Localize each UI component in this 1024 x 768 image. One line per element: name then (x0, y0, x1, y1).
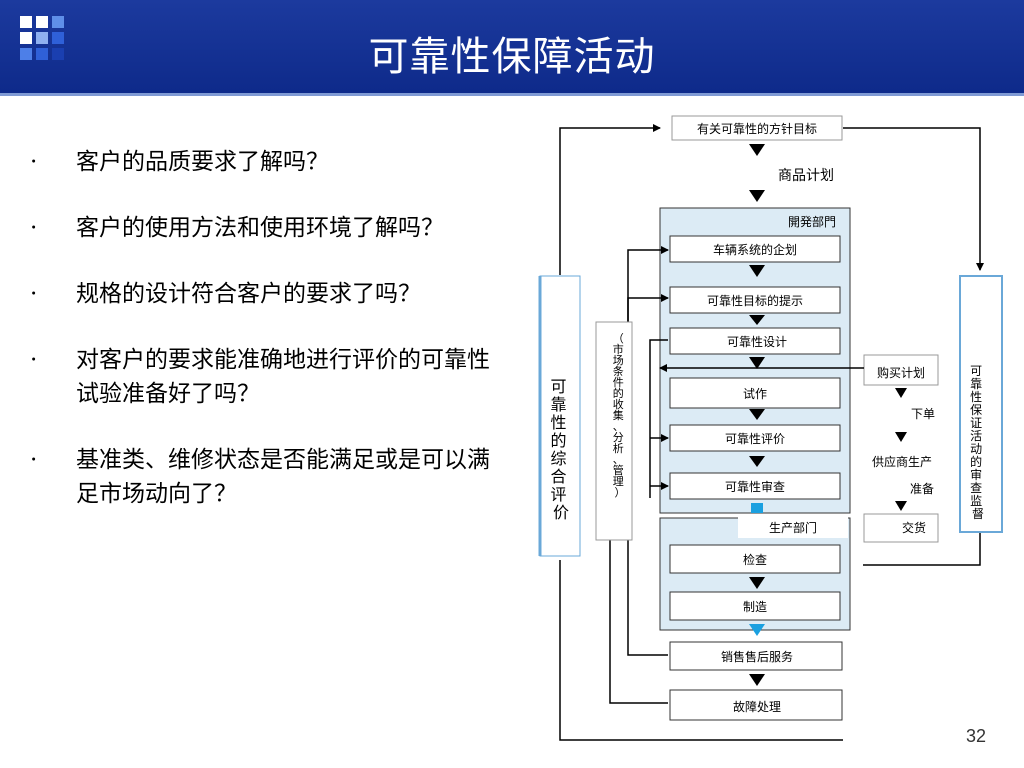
arrow-down-icon (749, 190, 765, 202)
manufacturing-text: 制造 (743, 600, 767, 614)
bullet-text: 基准类、维修状态是否能满足或是可以满足市场动向了？ (76, 447, 490, 507)
supplier-prep-text-1: 供应商生产 (872, 454, 932, 469)
audit-supervision-text: 可 靠 性 保 证 活 动 的 审 查 监 督 (970, 364, 986, 521)
purchase-flow: 购买计划 下单 供应商生产 准备 交货 (659, 354, 939, 543)
bullet-marker: · (30, 149, 38, 175)
bullet-marker: · (30, 281, 38, 307)
bullet-text: 对客户的要求能准确地进行评价的可靠性试验准备好了吗？ (76, 347, 490, 407)
arrow-down-icon (749, 674, 765, 686)
feedback-loop-lines (559, 124, 984, 741)
inspection-text: 检查 (743, 552, 767, 567)
arrow-down-icon (749, 456, 765, 467)
step-4-text: 试作 (743, 386, 767, 401)
title-bar (0, 0, 1024, 93)
step-4-box: 试作 (669, 377, 841, 409)
list-item: · 客户的使用方法和使用环境了解吗？ (30, 211, 530, 245)
after-sales-text: 销售售后服务 (721, 649, 793, 664)
step-5-box: 可靠性评价 (669, 424, 841, 452)
arrow-down-icon (749, 577, 765, 589)
fault-handling-box: 故障处理 (669, 689, 843, 721)
page-number: 32 (966, 726, 987, 746)
production-dept-label: 生产部门 (769, 520, 817, 535)
market-conditions-text: （ 市 场 条 件 的 收 集 、 分 析 、 管 理 ） (613, 332, 628, 499)
arrow-down-icon (749, 624, 765, 636)
bullet-text: 客户的使用方法和使用环境了解吗？ (76, 215, 444, 241)
list-item: · 客户的品质要求了解吗？ (30, 145, 530, 179)
step-1-text: 车辆系统的企划 (713, 242, 797, 257)
cyan-marker (751, 503, 763, 513)
arrow-down-icon (749, 315, 765, 325)
policy-goal-box: 有关可靠性的方针目标 (671, 115, 843, 141)
slide-title: 可靠性保障活动 (368, 34, 656, 80)
purchase-plan-text: 购买计划 (877, 365, 925, 380)
arrow-down-icon (749, 265, 765, 277)
after-sales-box: 销售售后服务 (669, 641, 843, 671)
delivery-text: 交货 (902, 520, 926, 535)
supplier-prep-text-2: 准备 (910, 482, 934, 496)
bullet-marker: · (30, 447, 38, 473)
step-5-text: 可靠性评价 (725, 432, 785, 446)
market-conditions-box (595, 321, 633, 541)
arrow-down-icon (749, 409, 765, 420)
arrow-down-icon (749, 144, 765, 156)
inspection-box: 检查 (669, 544, 841, 574)
policy-goal-text: 有关可靠性的方针目标 (697, 121, 817, 136)
manufacturing-box: 制造 (669, 591, 841, 621)
step-6-text: 可靠性审查 (725, 479, 785, 494)
bullet-marker: · (30, 347, 38, 373)
arrow-down-icon (895, 432, 907, 442)
comprehensive-eval-text: 可 靠 性 的 综 合 评 价 (550, 377, 571, 522)
step-2-text: 可靠性目标的提示 (707, 293, 803, 308)
dev-dept-label: 開発部門 (788, 214, 836, 229)
audit-supervision-box (959, 275, 1003, 533)
bullet-text: 客户的品质要求了解吗？ (76, 149, 329, 175)
step-1-box: 车辆系统的企划 (669, 235, 841, 263)
title-bar-divider (0, 93, 1024, 96)
market-feedback-lines (609, 246, 669, 704)
arrow-down-icon (895, 388, 907, 398)
arrow-down-icon (749, 357, 765, 369)
step-6-box: 可靠性审查 (669, 472, 841, 500)
list-item: · 规格的设计符合客户的要求了吗？ (30, 277, 530, 311)
step-2-box: 可靠性目标的提示 (669, 286, 841, 314)
arrow-down-icon (895, 501, 907, 511)
fault-handling-text: 故障处理 (733, 699, 781, 714)
bullet-marker: · (30, 215, 38, 241)
list-item: · 基准类、维修状态是否能满足或是可以满足市场动向了？ (30, 443, 530, 511)
step-3-box: 可靠性设计 (669, 327, 841, 355)
product-plan-label: 商品计划 (778, 168, 834, 184)
step-3-text: 可靠性设计 (727, 335, 787, 349)
order-text: 下单 (911, 407, 935, 421)
question-list: · 客户的品质要求了解吗？ · 客户的使用方法和使用环境了解吗？ · 规格的设计… (30, 145, 530, 543)
list-item: · 对客户的要求能准确地进行评价的可靠性试验准备好了吗？ (30, 343, 530, 411)
bullet-text: 规格的设计符合客户的要求了吗？ (76, 281, 421, 307)
